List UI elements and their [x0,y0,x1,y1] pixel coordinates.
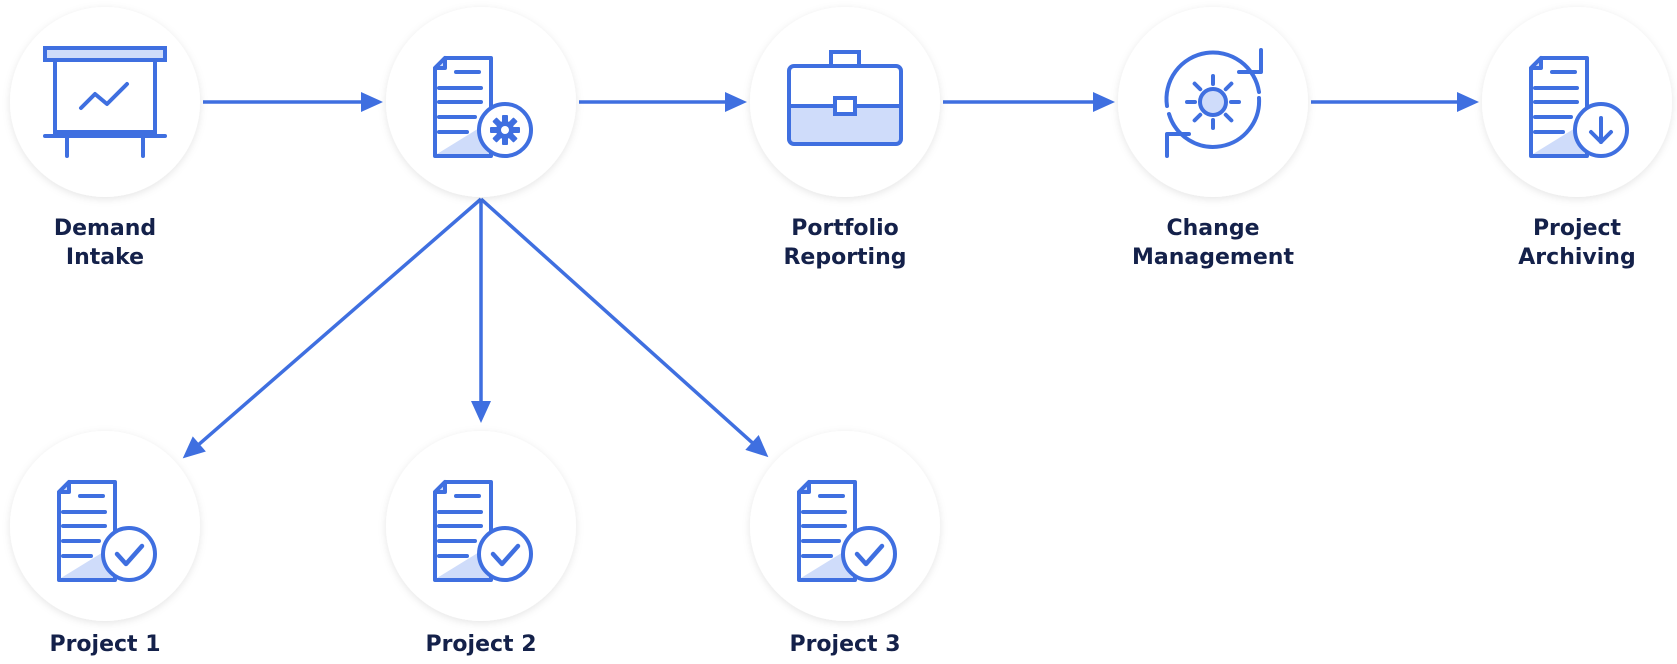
node-label-line: Project 3 [789,632,900,657]
node-label-line: Portfolio [791,216,899,241]
node-label-line: Archiving [1518,245,1635,270]
node-label-line: Management [1132,245,1294,270]
arrow-planning-to-project2 [471,199,491,423]
node-planning [386,7,576,197]
node-label-line: Change [1167,216,1260,241]
document-check-icon [797,480,897,582]
node-label: Project 1 [49,632,160,657]
node-label-line: Demand [54,216,156,241]
node-label: Project 3 [789,632,900,657]
edge-layer [182,92,1479,459]
document-check-icon [57,480,157,582]
node-label-line: Project 2 [425,632,536,657]
node-label: Project 2 [425,632,536,657]
arrow-planning-to-project1 [182,197,483,459]
node-label-line: Project 1 [49,632,160,657]
document-gear-icon [433,56,533,158]
arrow-planning-to-portfolio [579,92,747,112]
node-label-line: Project [1533,216,1622,241]
arrow-demand-to-planning [203,92,383,112]
arrow-planning-to-project3 [479,197,769,458]
presentation-board-icon [43,46,167,158]
arrow-change-to-archive [1311,92,1479,112]
briefcase-icon [787,50,903,146]
node-project2: Project 2 [386,431,576,657]
document-download-icon [1529,56,1629,158]
node-project1: Project 1 [10,431,200,657]
node-project3: Project 3 [750,431,940,657]
sync-gear-icon [1164,48,1263,158]
node-label-line: Reporting [783,245,906,270]
arrow-portfolio-to-change [943,92,1115,112]
node-label-line: Intake [66,245,144,270]
document-check-icon [433,480,533,582]
